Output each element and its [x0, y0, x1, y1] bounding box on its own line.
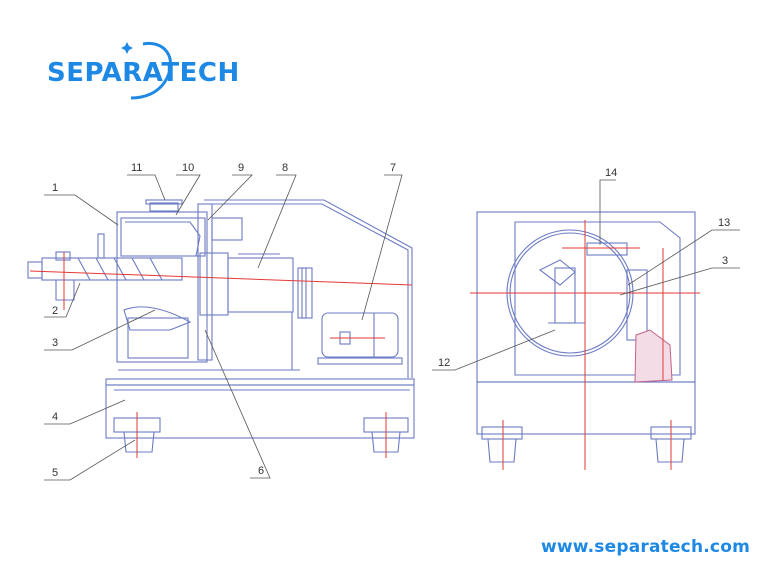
brand-logo: SEPARATECH	[47, 38, 247, 102]
label-10: 10	[182, 162, 194, 174]
label-6: 6	[258, 465, 264, 477]
label-13: 13	[718, 217, 730, 229]
logo-swoosh-icon	[121, 41, 173, 100]
label-11: 11	[131, 162, 142, 174]
label-3-front: 3	[722, 255, 728, 267]
logo-text: SEPARATECH	[47, 58, 240, 88]
label-4: 4	[52, 411, 58, 423]
label-12: 12	[438, 357, 450, 369]
label-3-side: 3	[52, 337, 58, 349]
label-8: 8	[282, 162, 288, 174]
label-14: 14	[605, 167, 617, 179]
label-5: 5	[52, 467, 58, 479]
label-2: 2	[52, 305, 58, 317]
label-1: 1	[52, 182, 58, 194]
label-9: 9	[238, 162, 244, 174]
website-url: www.separatech.com	[541, 537, 750, 557]
label-7: 7	[390, 162, 396, 174]
